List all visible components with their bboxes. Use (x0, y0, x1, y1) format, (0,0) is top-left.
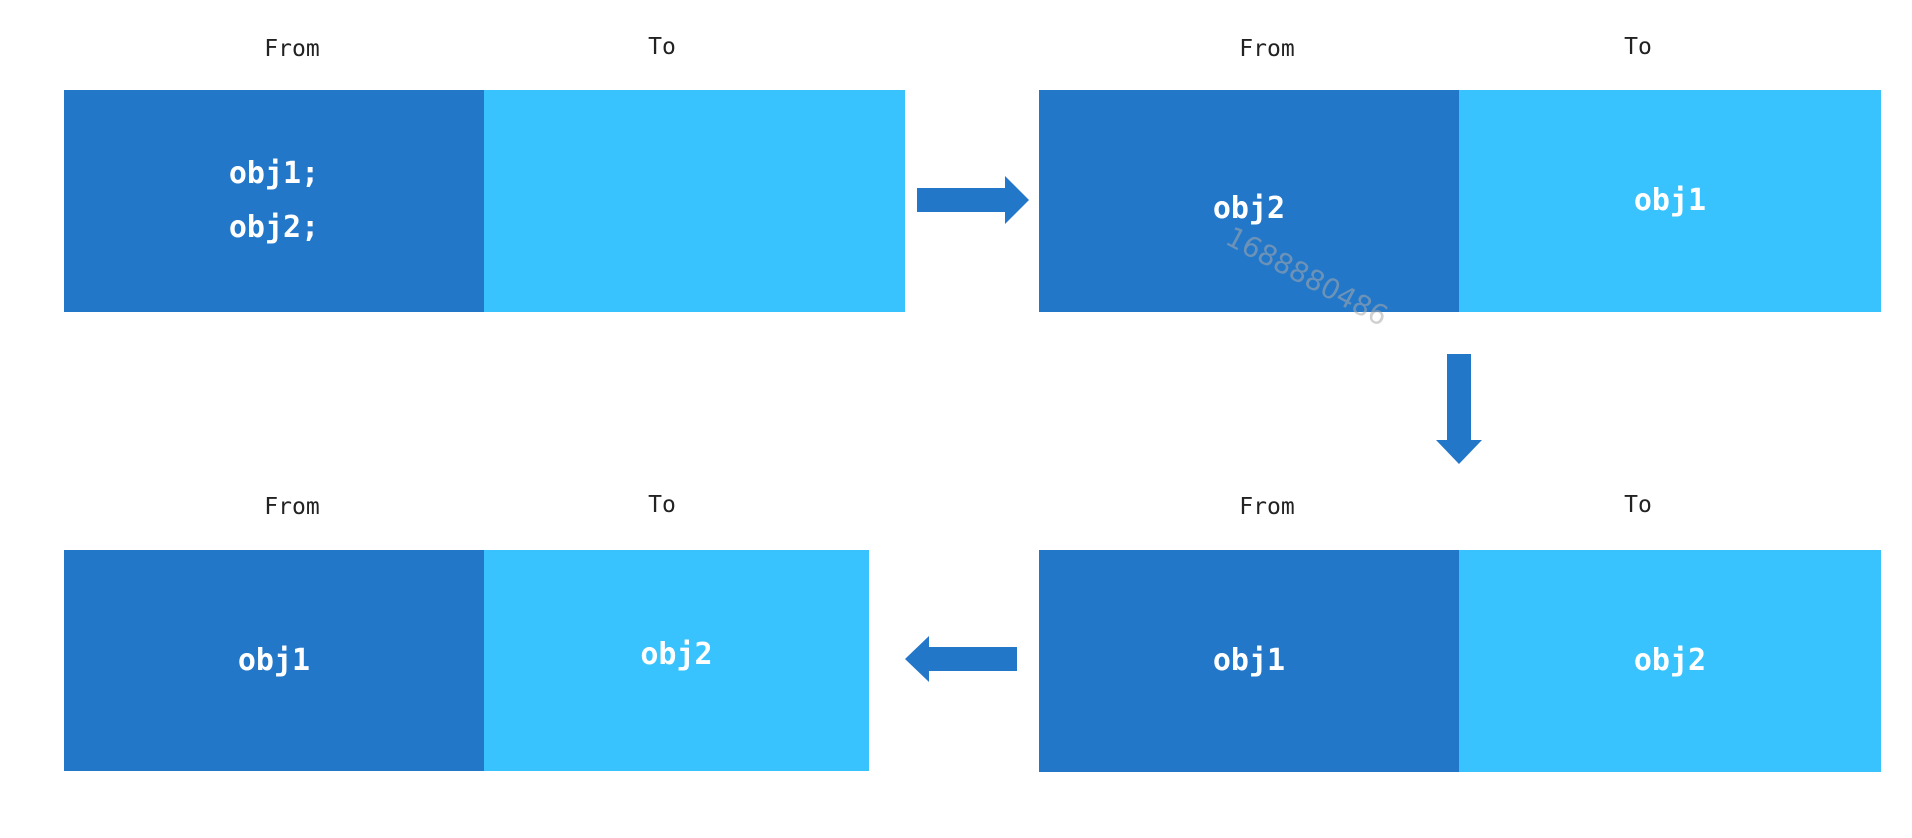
step3-to-label: To (1624, 492, 1652, 518)
step2-to-label: To (1624, 34, 1652, 60)
step3-to-obj2: obj2 (1633, 643, 1707, 678)
step4-from-label: From (264, 494, 320, 520)
step2-from-label: From (1239, 36, 1295, 62)
arrow-right-icon (917, 176, 1029, 224)
step4-from-space: obj1 (64, 550, 484, 771)
step3-to-space: obj2 (1459, 550, 1881, 772)
step2-from-space: obj2 (1039, 90, 1459, 312)
step1-from-label: From (264, 36, 320, 62)
arrow-down-icon (1436, 354, 1482, 464)
step1-from-obj2: obj2; (228, 210, 320, 245)
step1-to-label: To (648, 34, 676, 60)
step4-to-label: To (648, 492, 676, 518)
step2-to-obj1: obj1 (1633, 183, 1707, 218)
step4-to-space: obj2 (484, 550, 869, 771)
step4-from-obj1: obj1 (237, 642, 311, 678)
step1-from-obj1: obj1; (228, 156, 320, 191)
step2-to-space: obj1 (1459, 90, 1881, 312)
step4-to-obj2: obj2 (640, 636, 713, 672)
step1-to-space (484, 90, 905, 312)
step3-from-label: From (1239, 494, 1295, 520)
step3-from-space: obj1 (1039, 550, 1459, 772)
step1-from-space: obj1; obj2; (64, 90, 484, 312)
step2-from-obj2: obj2 (1212, 191, 1286, 226)
arrow-left-icon (905, 636, 1017, 682)
step3-from-obj1: obj1 (1212, 643, 1286, 678)
